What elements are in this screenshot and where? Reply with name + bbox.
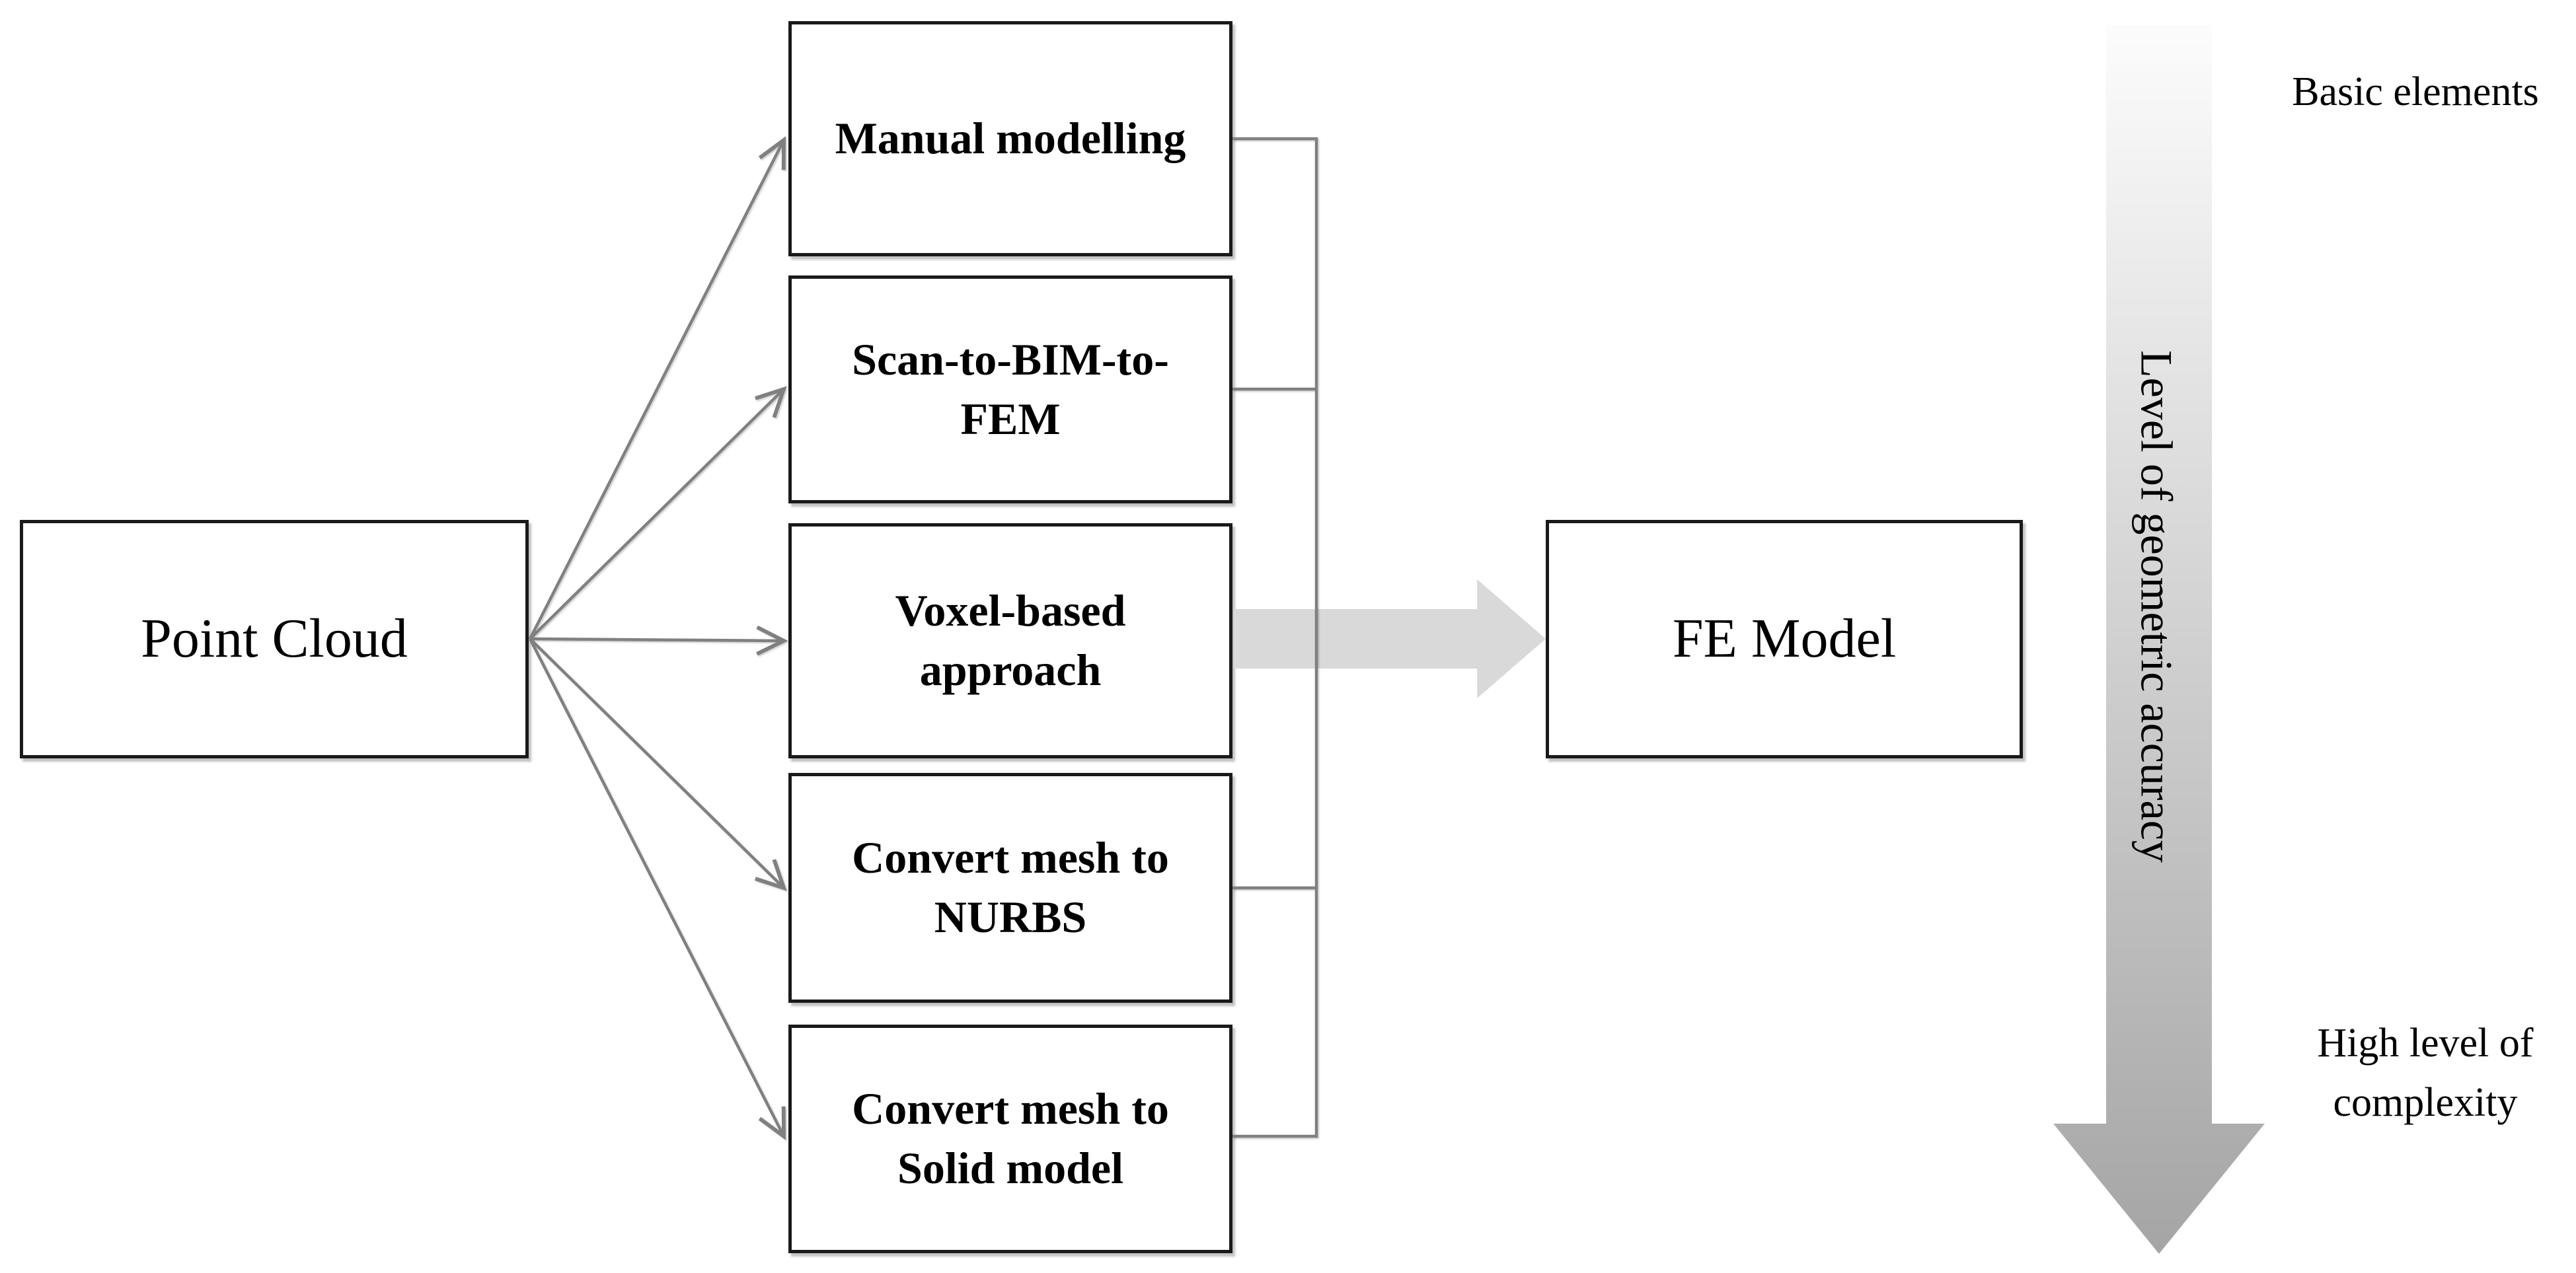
convert-mesh-to-nurbs-box: Convert mesh to NURBS (788, 773, 1232, 1003)
arrow-point-cloud-to-scan-to-bim-to-fem (529, 386, 787, 640)
point-cloud-label: Point Cloud (141, 608, 408, 670)
arrow-point-cloud-to-manual-modelling (528, 136, 786, 640)
point-cloud-box: Point Cloud (20, 520, 529, 758)
arrow-point-cloud-to-voxel-based-approach (529, 625, 788, 656)
convert-mesh-to-nurbs-label: Convert mesh to NURBS (852, 832, 1169, 942)
manual-modelling-label: Manual modelling (835, 113, 1186, 164)
convert-mesh-to-solid-model-label: Convert mesh to Solid model (852, 1083, 1169, 1193)
basic-elements-label: Basic elements (2292, 69, 2539, 114)
voxel-based-approach-label: Voxel-based approach (895, 585, 1126, 695)
convert-mesh-to-solid-model-box: Convert mesh to Solid model (788, 1025, 1232, 1253)
fe-model-label: FE Model (1672, 608, 1897, 670)
arrow-point-cloud-to-convert-mesh-to-nurbs (529, 637, 787, 891)
scan-to-bim-to-fem-label: Scan-to-BIM-to- FEM (852, 334, 1169, 444)
point-cloud-fan-arrows (528, 136, 788, 1140)
high-level-of-complexity-label: High level of complexity (2317, 1021, 2534, 1125)
voxel-based-approach-box: Voxel-based approach (788, 523, 1232, 758)
accuracy-axis-label: Level of geometric accuracy (2131, 350, 2182, 863)
arrow-point-cloud-to-convert-mesh-to-solid-model (528, 637, 786, 1140)
fe-model-box: FE Model (1546, 520, 2023, 758)
thick-arrow-to-fe-model-icon (1234, 579, 1546, 698)
manual-modelling-box: Manual modelling (788, 21, 1232, 256)
scan-to-bim-to-fem-box: Scan-to-BIM-to- FEM (788, 275, 1232, 503)
